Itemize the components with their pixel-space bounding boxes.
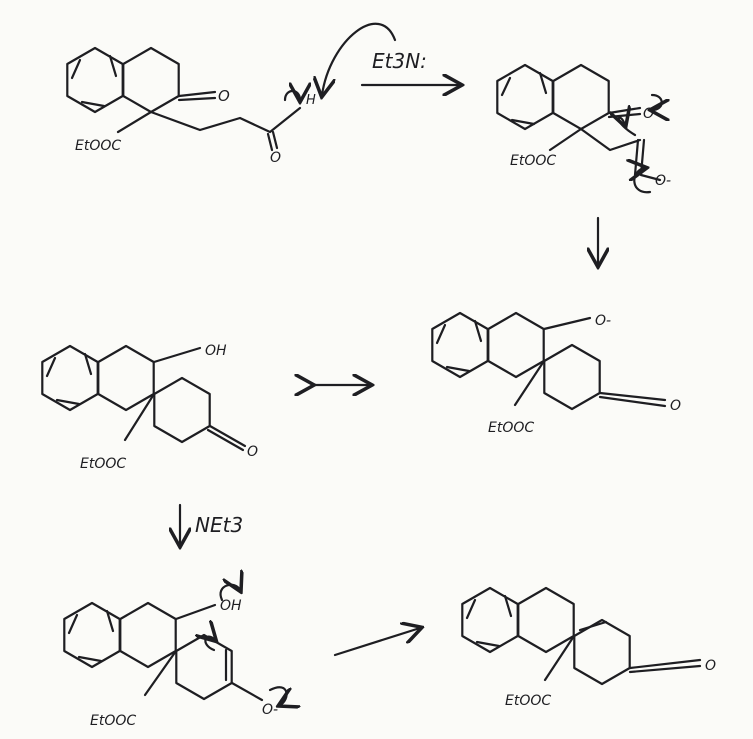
ester-label: EtOOC <box>75 138 121 154</box>
aromatic-bonds <box>435 319 483 373</box>
ketone-bond <box>177 90 217 102</box>
enone-double-bond <box>578 620 608 632</box>
cyclohexanone-ring <box>543 343 601 411</box>
hydroxyl-label: OH <box>220 598 242 614</box>
ketone-oxygen: O <box>670 398 681 414</box>
hydroxyl-label: OH <box>205 343 227 359</box>
benzene-ring <box>66 46 124 114</box>
enolate-bond <box>230 681 264 702</box>
middle-ring <box>517 586 575 654</box>
enolate-oxygen: O- <box>262 702 278 718</box>
curved-arrow-enolate <box>634 168 652 194</box>
reagent-triethylamine: Et3N: <box>372 49 427 73</box>
middle-ring <box>119 601 177 669</box>
structure-1-keto-aldehyde: O O H EtOOC <box>66 22 397 166</box>
ester-bond <box>513 359 546 407</box>
aromatic-bonds <box>465 594 513 648</box>
aromatic-bonds <box>45 352 93 406</box>
aldehyde-oxygen: O <box>270 150 281 166</box>
benzene-ring <box>431 311 489 379</box>
structure-2-enolate: O O- EtOOC <box>496 63 671 194</box>
ketone-bond <box>607 106 642 119</box>
ketone-oxygen: O <box>705 658 716 674</box>
aromatic-bonds <box>70 54 118 108</box>
ketone-oxygen: O <box>218 87 230 105</box>
alkoxide-label: O- <box>595 313 611 329</box>
ester-label: EtOOC <box>80 456 126 472</box>
curved-arrow-carbonyl <box>652 93 662 110</box>
ester-label: EtOOC <box>505 693 551 709</box>
ketone-bond <box>598 391 667 408</box>
benzene-ring <box>461 586 519 654</box>
cyclohexanone-ring <box>122 46 180 114</box>
cyclohexanone-ring <box>153 376 211 444</box>
ester-bond <box>123 392 156 442</box>
curved-arrow-double-bond <box>205 637 215 652</box>
curved-arrow-ch-bond <box>283 91 300 100</box>
ester-bond <box>143 649 178 697</box>
hydroxyl-bond <box>152 346 202 364</box>
cyclohexene-ring <box>175 633 233 701</box>
ester-label: EtOOC <box>90 713 136 729</box>
middle-ring <box>487 311 545 379</box>
ester-label: EtOOC <box>510 153 556 169</box>
structure-3-aldol-alcohol: OH O EtOOC <box>41 343 258 472</box>
curved-arrow-enolate <box>268 686 287 705</box>
ester-bond <box>543 634 576 682</box>
cyclohexanone-ring <box>552 63 610 131</box>
curved-arrow-attack <box>619 118 637 137</box>
ester-label: EtOOC <box>488 420 534 436</box>
aromatic-bonds <box>500 71 548 126</box>
reagent-triethylamine-2: NEt3 <box>195 513 243 537</box>
benzene-ring <box>496 63 554 131</box>
curved-arrow-base <box>322 22 397 95</box>
alpha-proton: H <box>306 93 316 108</box>
side-chain-enolate <box>548 127 662 182</box>
structure-6-enone-product: O EtOOC <box>461 586 716 709</box>
middle-ring <box>97 344 155 412</box>
curved-arrow-hydroxide <box>219 585 240 602</box>
ketone-bond <box>206 424 247 452</box>
benzene-ring <box>63 601 121 669</box>
structure-5-enolate-alcohol: OH O- EtOOC <box>63 585 287 729</box>
reaction-arrow-4 <box>333 628 420 657</box>
ketone-bond <box>628 658 702 674</box>
aromatic-bonds <box>67 609 115 663</box>
alkoxide-bond <box>542 316 592 331</box>
ketone-oxygen: O <box>643 106 654 122</box>
benzene-ring <box>41 344 99 412</box>
side-chain <box>116 106 302 152</box>
ketone-oxygen: O <box>247 444 258 460</box>
hydroxyl-bond <box>174 603 217 621</box>
structure-4-alkoxide: O- O EtOOC <box>431 311 681 436</box>
enolate-oxygen: O- <box>655 173 671 189</box>
